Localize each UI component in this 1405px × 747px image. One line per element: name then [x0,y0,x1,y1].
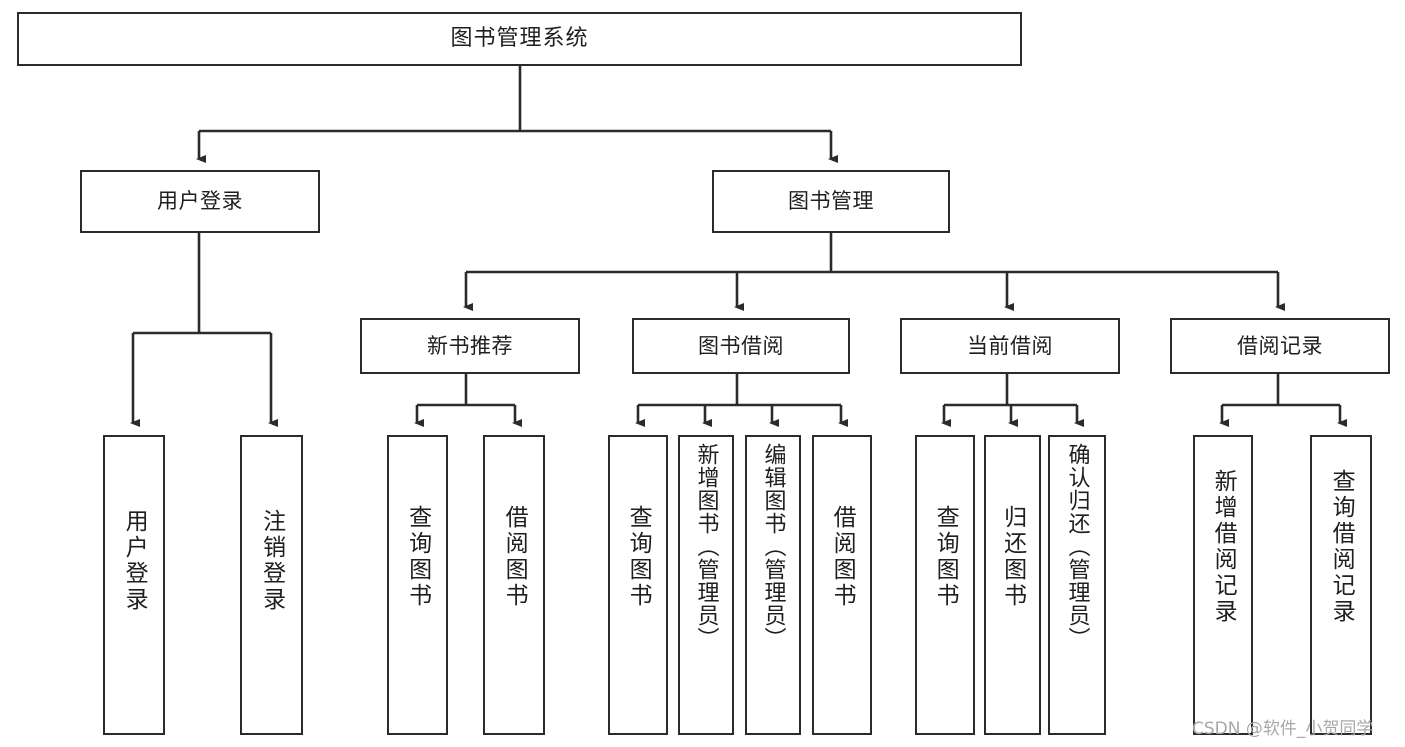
node-label: 查询图书 [404,505,431,609]
node-label: 编辑图书（管理员） [760,443,786,650]
node-user-login[interactable]: 用户登录 [80,170,320,233]
leaf-edit-book-admin[interactable]: 编辑图书（管理员） [745,435,801,735]
leaf-query-book-recommend[interactable]: 查询图书 [387,435,448,735]
node-label: 注销登录 [258,509,285,613]
leaf-user-login[interactable]: 用户登录 [103,435,165,735]
leaf-borrow-book-recommend[interactable]: 借阅图书 [483,435,545,735]
node-borrow-record[interactable]: 借阅记录 [1170,318,1390,374]
node-label: 查询图书 [932,505,959,609]
node-label: 查询图书 [625,505,652,609]
leaf-query-borrow-record[interactable]: 查询借阅记录 [1310,435,1372,735]
node-label: 新增图书（管理员） [693,443,719,650]
leaf-add-borrow-record[interactable]: 新增借阅记录 [1193,435,1253,735]
node-label: 归还图书 [999,505,1026,609]
node-root-library-management-system[interactable]: 图书管理系统 [17,12,1022,66]
node-book-borrow[interactable]: 图书借阅 [632,318,850,374]
node-book-management[interactable]: 图书管理 [712,170,950,233]
node-label: 用户登录 [157,189,243,214]
node-label: 当前借阅 [967,333,1053,358]
node-label: 借阅图书 [501,505,528,609]
node-label: 图书管理 [788,189,874,214]
node-label: 借阅记录 [1237,333,1323,358]
leaf-query-book-current[interactable]: 查询图书 [915,435,975,735]
node-label: 图书借阅 [698,333,784,358]
node-new-book-recommend[interactable]: 新书推荐 [360,318,580,374]
leaf-query-book-borrow[interactable]: 查询图书 [608,435,668,735]
node-label: 确认归还（管理员） [1064,443,1090,650]
csdn-watermark: CSDN @软件_小贺同学 [1192,719,1374,739]
leaf-return-book[interactable]: 归还图书 [984,435,1041,735]
leaf-borrow-book[interactable]: 借阅图书 [812,435,872,735]
node-label: 查询借阅记录 [1328,469,1355,625]
leaf-add-book-admin[interactable]: 新增图书（管理员） [678,435,734,735]
leaf-logout[interactable]: 注销登录 [240,435,303,735]
node-label: 新书推荐 [427,333,513,358]
node-label: 图书管理系统 [450,26,589,52]
node-label: 新增借阅记录 [1210,469,1237,625]
node-current-borrow[interactable]: 当前借阅 [900,318,1120,374]
node-label: 用户登录 [121,509,148,613]
node-label: 借阅图书 [829,505,856,609]
leaf-confirm-return-admin[interactable]: 确认归还（管理员） [1048,435,1106,735]
